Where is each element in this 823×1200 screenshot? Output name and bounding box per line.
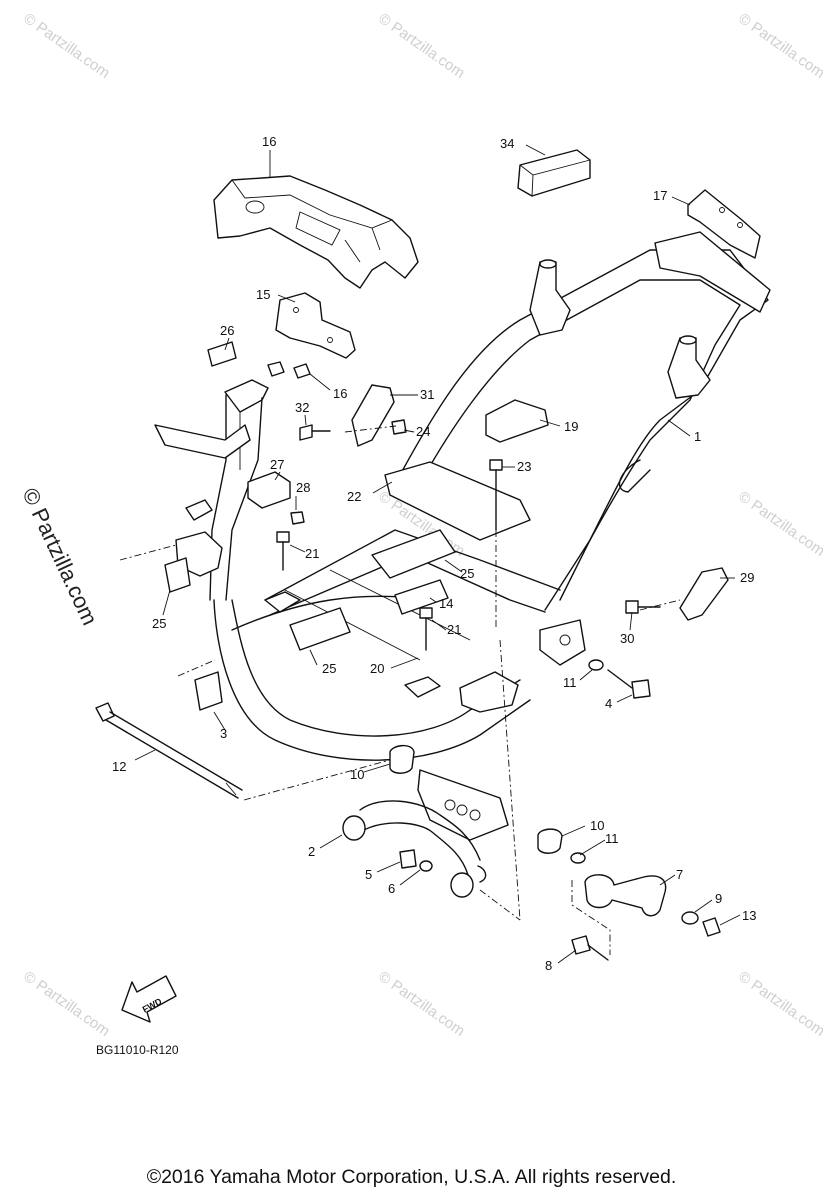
callout-27: 26 bbox=[220, 323, 234, 338]
leader-lines bbox=[134, 144, 741, 964]
callout-33: 32 bbox=[295, 400, 309, 415]
part-14-pad bbox=[394, 579, 449, 615]
callout-25: 25 bbox=[460, 566, 474, 581]
callout-1: 1 bbox=[694, 429, 701, 444]
part-19-pad bbox=[485, 399, 549, 443]
callout-21: 21 bbox=[305, 546, 319, 561]
callout-7: 7 bbox=[676, 867, 683, 882]
callout-17: 16 bbox=[262, 134, 276, 149]
callout-4: 4 bbox=[605, 696, 612, 711]
callout-32: 31 bbox=[420, 387, 434, 402]
part-34-pad bbox=[517, 149, 591, 197]
callout-16: 16 bbox=[333, 386, 347, 401]
callout-26: 25 bbox=[152, 616, 166, 631]
callout-10: 10 bbox=[350, 767, 364, 782]
callout-9: 9 bbox=[715, 891, 722, 906]
assembly-line bbox=[119, 544, 177, 561]
callout-31: 30 bbox=[620, 631, 634, 646]
callout-15: 15 bbox=[256, 287, 270, 302]
callout-11: 11 bbox=[563, 675, 577, 690]
callout-5: 5 bbox=[365, 867, 372, 882]
callout-6: 6 bbox=[388, 881, 395, 896]
part-12-long-bolt bbox=[95, 702, 243, 799]
callouts: 16 34 17 15 26 16 31 32 24 19 1 27 23 28… bbox=[112, 134, 756, 973]
part-17-cover bbox=[213, 175, 419, 289]
fwd-arrow-icon: FWD bbox=[121, 975, 177, 1023]
copyright-notice: ©2016 Yamaha Motor Corporation, U.S.A. A… bbox=[146, 1166, 677, 1188]
callout-25: 25 bbox=[322, 661, 336, 676]
callout-18: 17 bbox=[653, 188, 667, 203]
assembly-line bbox=[499, 639, 521, 921]
assembly-line bbox=[243, 759, 391, 801]
assembly-line bbox=[177, 659, 216, 677]
part-32-bracket bbox=[351, 384, 395, 447]
assembly-line bbox=[479, 889, 521, 921]
part-25-pad bbox=[371, 529, 456, 579]
callout-20: 20 bbox=[370, 661, 384, 676]
callout-3: 3 bbox=[220, 726, 227, 741]
callout-14: 14 bbox=[439, 596, 453, 611]
bolts bbox=[267, 361, 661, 699]
part-1-main-frame bbox=[154, 231, 771, 761]
engine-mount-assembly bbox=[342, 744, 721, 961]
callout-28: 27 bbox=[270, 457, 284, 472]
part-25-pad bbox=[289, 607, 351, 651]
callout-24: 24 bbox=[416, 424, 430, 439]
callout-12: 12 bbox=[112, 759, 126, 774]
assembly-line bbox=[571, 880, 611, 955]
part-15-bracket bbox=[275, 292, 356, 359]
callout-29: 28 bbox=[296, 480, 310, 495]
callout-22: 22 bbox=[347, 489, 361, 504]
callout-11: 11 bbox=[605, 831, 619, 846]
part-18-bracket bbox=[687, 189, 761, 259]
part-26-label bbox=[164, 557, 191, 593]
part-30-bracket bbox=[679, 567, 729, 621]
assembly-line bbox=[639, 599, 681, 611]
callout-19: 19 bbox=[564, 419, 578, 434]
callout-34: 34 bbox=[500, 136, 514, 151]
diagram-code: BG11010-R120 bbox=[96, 1043, 179, 1057]
callout-2: 2 bbox=[308, 844, 315, 859]
part-27-label bbox=[207, 341, 237, 367]
callout-13: 13 bbox=[742, 908, 756, 923]
callout-10: 10 bbox=[590, 818, 604, 833]
part-3-label bbox=[194, 671, 223, 711]
callout-8: 8 bbox=[545, 958, 552, 973]
callout-23: 23 bbox=[517, 459, 531, 474]
part-28-clip bbox=[247, 471, 291, 509]
callout-30: 29 bbox=[740, 570, 754, 585]
callout-21: 21 bbox=[447, 622, 461, 637]
assembly-line bbox=[344, 425, 397, 433]
